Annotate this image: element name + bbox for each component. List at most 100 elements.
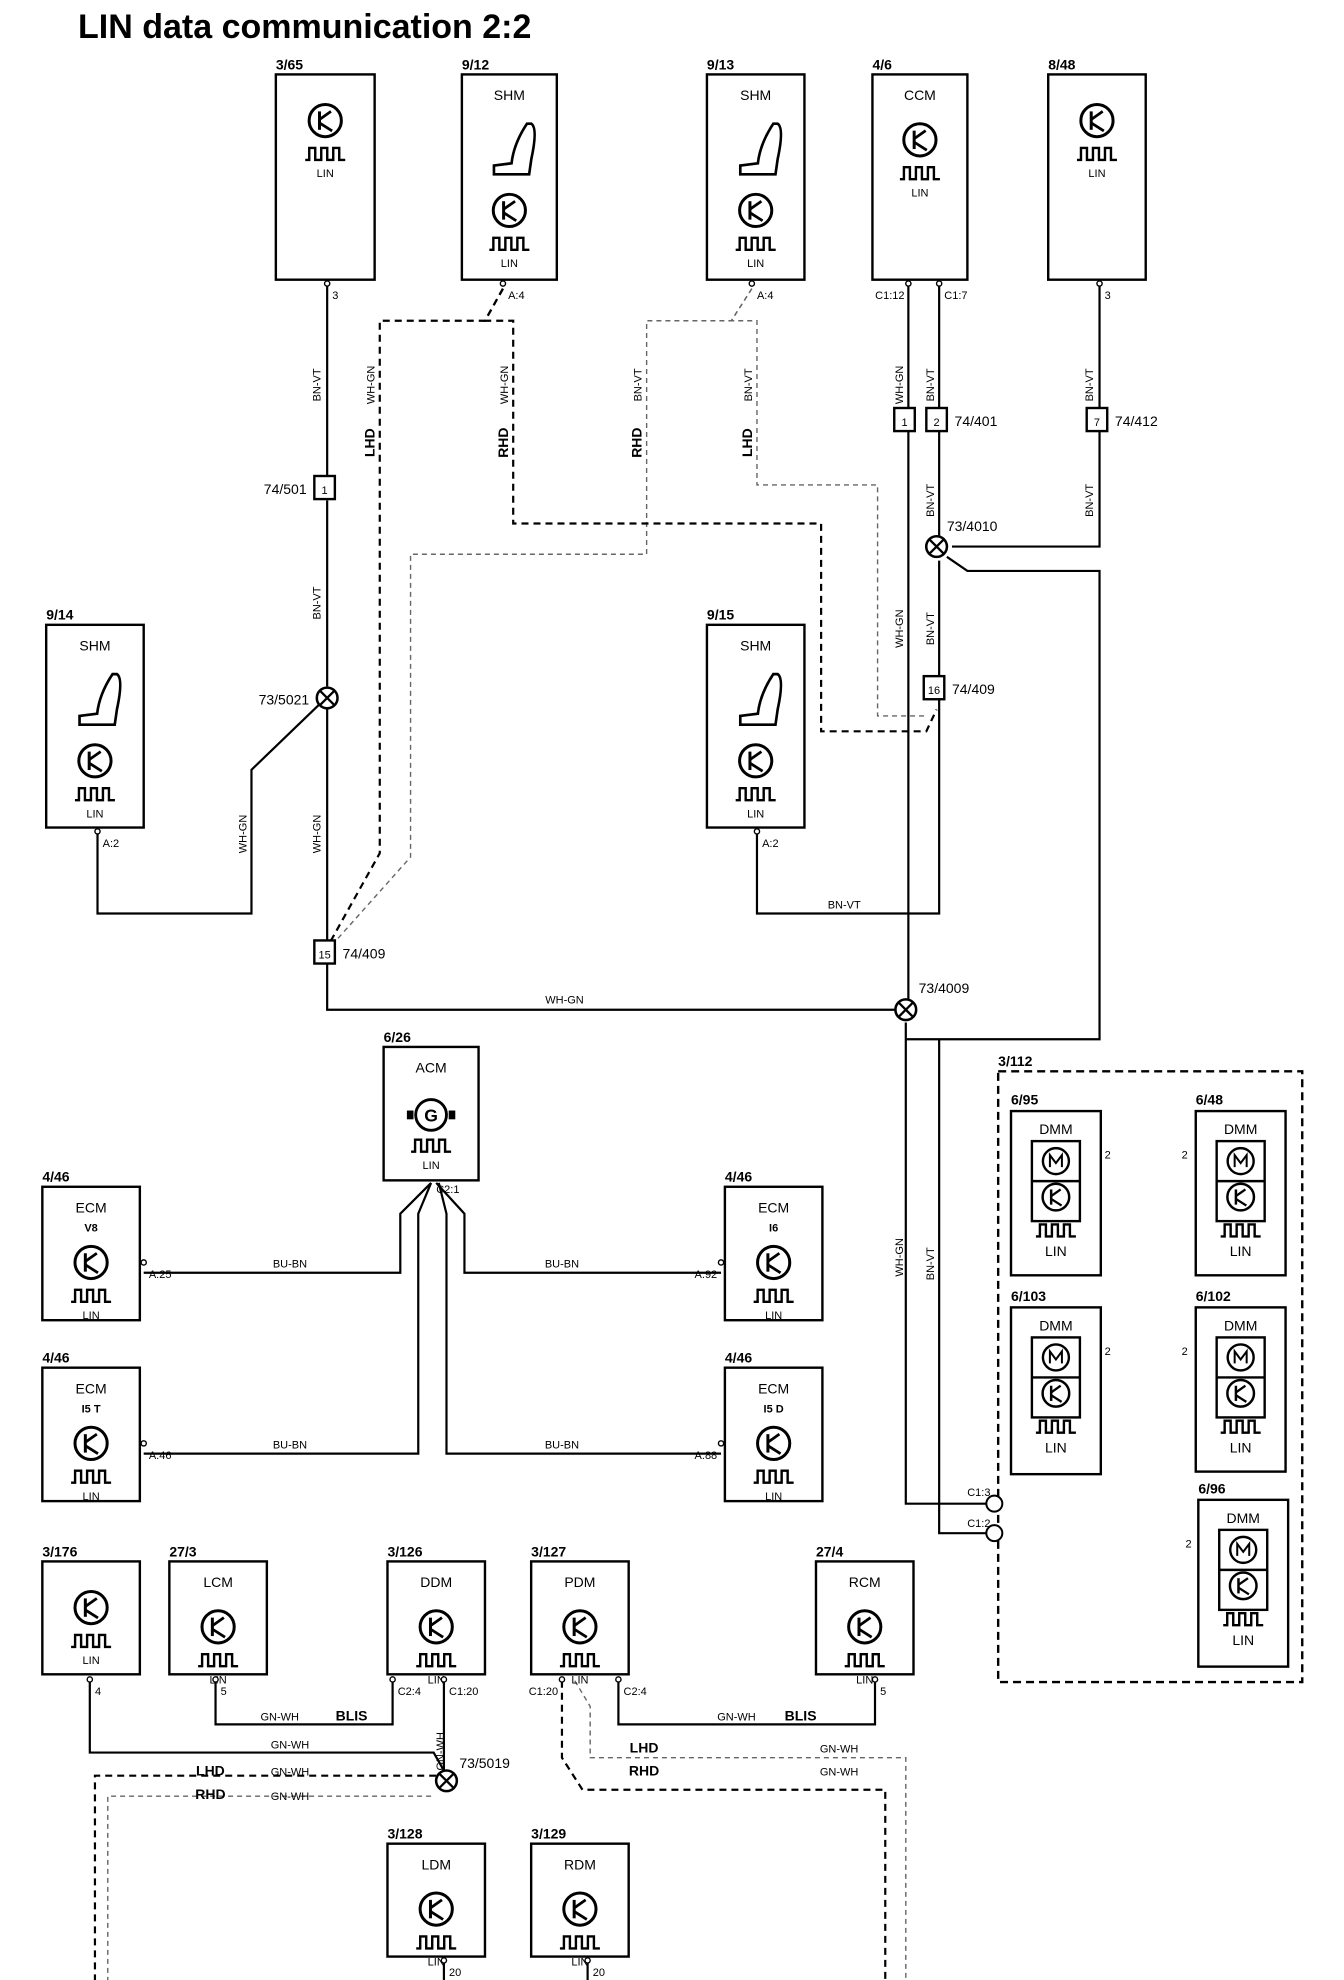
module-ecm-box — [723, 1185, 824, 1322]
bus-label: LIN — [86, 808, 103, 820]
module-variant: I5 T — [82, 1404, 101, 1416]
pin-label: C2:4 — [624, 1686, 647, 1698]
pin-label: C1:20 — [529, 1686, 558, 1698]
splice-id: 73/4010 — [947, 518, 998, 534]
pin-dot — [499, 280, 507, 287]
connector-pin-number: 1 — [901, 417, 907, 429]
wire — [96, 702, 322, 915]
variant-label: BLIS — [785, 1708, 817, 1724]
module-id: 6/96 — [1198, 1480, 1225, 1496]
pin-dot — [615, 1676, 622, 1683]
connector-74-412 — [1085, 406, 1109, 433]
module-id: 6/102 — [1196, 1288, 1231, 1304]
module-shm-box — [705, 623, 806, 829]
splice-point — [924, 534, 949, 559]
variant-label: RHD — [629, 1763, 659, 1779]
pin-label: C1:2 — [967, 1518, 990, 1530]
wire-color-label: WH-GN — [545, 994, 584, 1006]
wire-color-label: GN-WH — [271, 1767, 310, 1779]
wire — [560, 1680, 887, 1980]
module-name: ECM — [758, 1380, 789, 1396]
splice-point — [434, 1769, 459, 1793]
wire — [437, 1182, 722, 1455]
wire-color-label: BN-VT — [743, 368, 755, 401]
module-ecm-box — [723, 1366, 824, 1503]
wire-color-label: BN-VT — [925, 484, 937, 517]
wire-color-label: GN-WH — [435, 1732, 447, 1771]
bus-label: LIN — [1045, 1439, 1067, 1455]
variant-label: RHD — [629, 427, 645, 457]
module-id: 27/4 — [816, 1543, 843, 1559]
wire — [442, 1959, 446, 1980]
pin-label: 2 — [1105, 1346, 1111, 1358]
wire-color-label: BU-BN — [273, 1259, 307, 1271]
splice-point — [315, 686, 339, 710]
bus-label: LIN — [501, 258, 518, 270]
module-id: 8/48 — [1048, 56, 1075, 72]
module-id: 9/15 — [707, 607, 734, 623]
bus-label: LIN — [856, 1674, 873, 1686]
connector-74-409-15 — [313, 939, 337, 965]
wire-color-label: GN-WH — [271, 1791, 310, 1803]
wire-color-label: WH-GN — [894, 609, 906, 648]
connector-id: 74/412 — [1115, 413, 1158, 429]
module-name: ACM — [416, 1060, 447, 1076]
pin-dot — [748, 280, 756, 287]
wire — [143, 1182, 433, 1455]
wire-color-label: BU-BN — [545, 1440, 579, 1452]
wire-color-label: WH-GN — [894, 366, 906, 405]
bus-label: LIN — [317, 168, 334, 180]
wire-color-label: GN-WH — [820, 1767, 859, 1779]
module-id: 3/127 — [531, 1543, 566, 1559]
bus-label: LIN — [428, 1957, 445, 1969]
pin-label: C1:3 — [967, 1487, 990, 1499]
variant-label: LHD — [362, 428, 378, 457]
pin-label: A:2 — [103, 838, 120, 850]
connector-74-409-16 — [922, 674, 946, 701]
module-id: 6/95 — [1011, 1092, 1038, 1108]
module-name: CCM — [904, 87, 936, 103]
pin-dot — [389, 1676, 396, 1683]
variant-label: RHD — [195, 1786, 225, 1802]
wire-color-label: WH-GN — [312, 815, 324, 854]
wire — [107, 1795, 432, 1980]
module-shm-box — [705, 73, 806, 281]
connector-pin-number: 1 — [322, 485, 328, 497]
bus-label: LIN — [83, 1491, 100, 1503]
pin-label: 5 — [880, 1686, 886, 1698]
wire-color-label: WH-GN — [237, 815, 249, 854]
wire — [335, 288, 753, 941]
module-id: 3/65 — [276, 56, 303, 72]
module-shm-box — [44, 623, 145, 829]
module-dmm-box — [1009, 1306, 1103, 1476]
bus-label: LIN — [83, 1310, 100, 1322]
module-name: DMM — [1224, 1317, 1257, 1333]
pin-dot — [717, 1440, 725, 1447]
pin-label: 3 — [1105, 290, 1111, 302]
module-name: PDM — [564, 1574, 595, 1590]
pin-dot — [140, 1440, 147, 1447]
module-id: 27/3 — [169, 1543, 196, 1559]
connector-pin-number: 2 — [934, 417, 940, 429]
bus-label: LIN — [423, 1160, 440, 1172]
wire-color-label: BN-VT — [1084, 484, 1096, 517]
module-variant: I6 — [769, 1223, 778, 1235]
module-name: LDM — [421, 1856, 451, 1872]
pin-dot — [440, 1957, 448, 1964]
module-rcm-box — [814, 1560, 915, 1676]
module-unit-box — [274, 73, 376, 281]
wire — [617, 1680, 877, 1726]
wire — [586, 1959, 589, 1980]
bus-label: LIN — [1045, 1243, 1067, 1259]
connector-pin-number: 16 — [928, 685, 940, 697]
wire — [755, 699, 941, 915]
module-name: ECM — [76, 1199, 107, 1215]
pin-label: 2 — [1105, 1150, 1111, 1162]
pin-dot — [584, 1957, 591, 1964]
module-name: ECM — [758, 1199, 789, 1215]
wire-color-label: BN-VT — [925, 1247, 937, 1280]
pin-dot — [935, 280, 943, 287]
pin-dot — [323, 280, 331, 287]
pin-label: A:88 — [695, 1450, 718, 1462]
module-name: SHM — [740, 87, 771, 103]
